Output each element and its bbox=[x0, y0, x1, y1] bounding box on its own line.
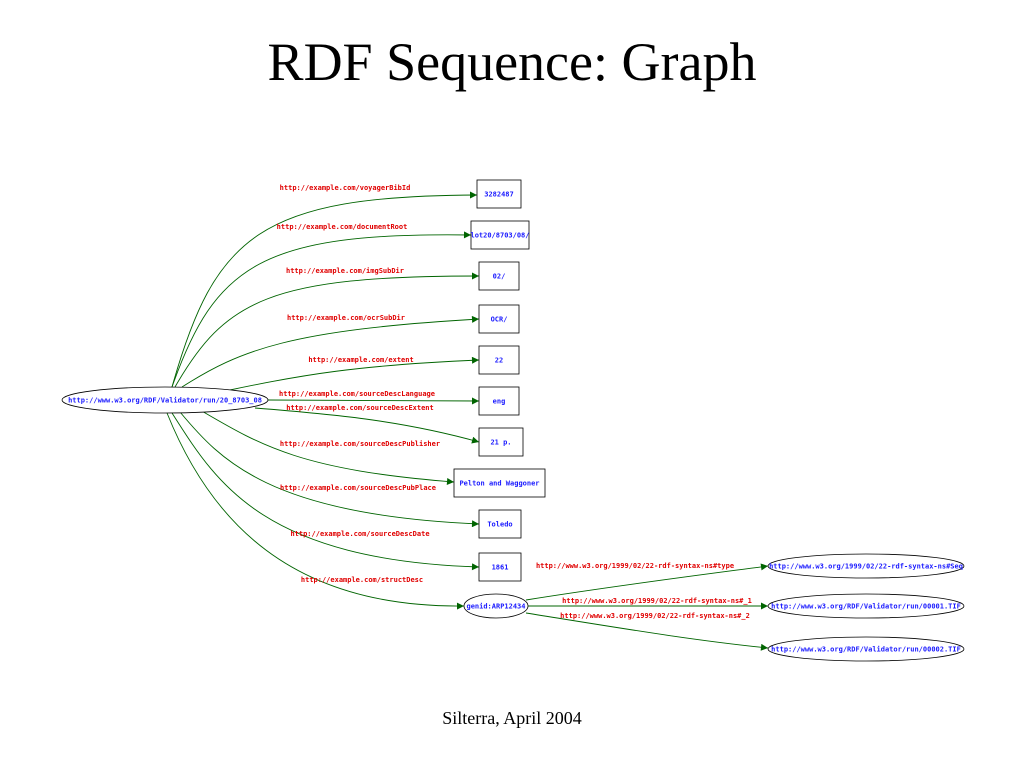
node-label: 1861 bbox=[492, 564, 509, 572]
literal-node bbox=[470, 220, 530, 250]
node-label: http://www.w3.org/RDF/Validator/run/20_8… bbox=[68, 397, 262, 405]
resource-node bbox=[767, 593, 965, 619]
edge-line bbox=[254, 407, 480, 444]
edge-label: http://example.com/sourceDescExtent bbox=[286, 404, 434, 412]
edge-label: http://www.w3.org/1999/02/22-rdf-syntax-… bbox=[562, 597, 752, 605]
edge-label: http://example.com/sourceDescPublisher bbox=[280, 440, 440, 448]
edge-label: http://www.w3.org/1999/02/22-rdf-syntax-… bbox=[536, 562, 734, 570]
edge-line bbox=[171, 412, 480, 571]
node-label: 3282487 bbox=[484, 191, 514, 199]
node-label: 22 bbox=[495, 357, 503, 365]
node-label: eng bbox=[493, 398, 506, 406]
resource-node bbox=[61, 386, 269, 414]
edges-layer: http://example.com/voyagerBibId http://ex… bbox=[166, 184, 769, 651]
slide-title: RDF Sequence: Graph bbox=[267, 32, 757, 92]
edge-label: http://example.com/ocrSubDir bbox=[287, 314, 405, 322]
resource-node bbox=[767, 636, 965, 662]
edge-line bbox=[179, 411, 480, 528]
literal-node bbox=[478, 386, 520, 416]
edge-line bbox=[525, 612, 769, 651]
edge-line bbox=[166, 412, 465, 610]
slide-footer: Silterra, April 2004 bbox=[442, 708, 582, 728]
node-label: 02/ bbox=[493, 273, 506, 281]
literal-node bbox=[476, 179, 522, 209]
edge-label: http://example.com/voyagerBibId bbox=[280, 184, 411, 192]
literal-node bbox=[478, 552, 522, 582]
node-label: http://www.w3.org/RDF/Validator/run/0000… bbox=[771, 603, 961, 611]
edge-label: http://example.com/structDesc bbox=[301, 576, 423, 584]
node-label: 21 p. bbox=[490, 439, 511, 447]
edge-label: http://example.com/sourceDescDate bbox=[290, 530, 429, 538]
node-label: Pelton and Waggoner bbox=[459, 480, 539, 488]
node-label: http://www.w3.org/1999/02/22-rdf-syntax-… bbox=[769, 563, 963, 571]
edge-line bbox=[525, 563, 769, 601]
resource-node bbox=[463, 593, 529, 619]
edge-label: http://example.com/sourceDescPubPlace bbox=[280, 484, 436, 492]
literal-node bbox=[478, 304, 520, 334]
literal-node bbox=[453, 468, 546, 498]
literal-node bbox=[478, 345, 520, 375]
edge-label: http://example.com/extent bbox=[308, 356, 413, 364]
node-label: Toledo bbox=[487, 521, 512, 529]
edge-label: http://example.com/documentRoot bbox=[277, 223, 408, 231]
node-label: genid:ARP12434 bbox=[466, 603, 525, 611]
edge-label: http://example.com/sourceDescLanguage bbox=[279, 390, 435, 398]
edge-line bbox=[229, 356, 480, 391]
node-label: lot20/8703/08/ bbox=[470, 232, 529, 240]
edge-line bbox=[181, 315, 480, 388]
edge-line bbox=[267, 397, 480, 405]
literal-node bbox=[478, 261, 520, 291]
nodes-layer: http://www.w3.org/RDF/Validator/run/20_8… bbox=[61, 179, 965, 662]
edge-label: http://example.com/imgSubDir bbox=[286, 267, 404, 275]
resource-node bbox=[767, 553, 965, 579]
edge-line bbox=[171, 231, 472, 388]
node-label: http://www.w3.org/RDF/Validator/run/0000… bbox=[771, 646, 961, 654]
literal-node bbox=[478, 509, 522, 539]
edge-line bbox=[174, 272, 480, 388]
node-label: OCR/ bbox=[491, 316, 508, 324]
edge-line bbox=[171, 191, 478, 388]
edge-line bbox=[199, 409, 455, 485]
literal-node bbox=[478, 427, 524, 457]
edge-label: http://www.w3.org/1999/02/22-rdf-syntax-… bbox=[560, 612, 750, 620]
